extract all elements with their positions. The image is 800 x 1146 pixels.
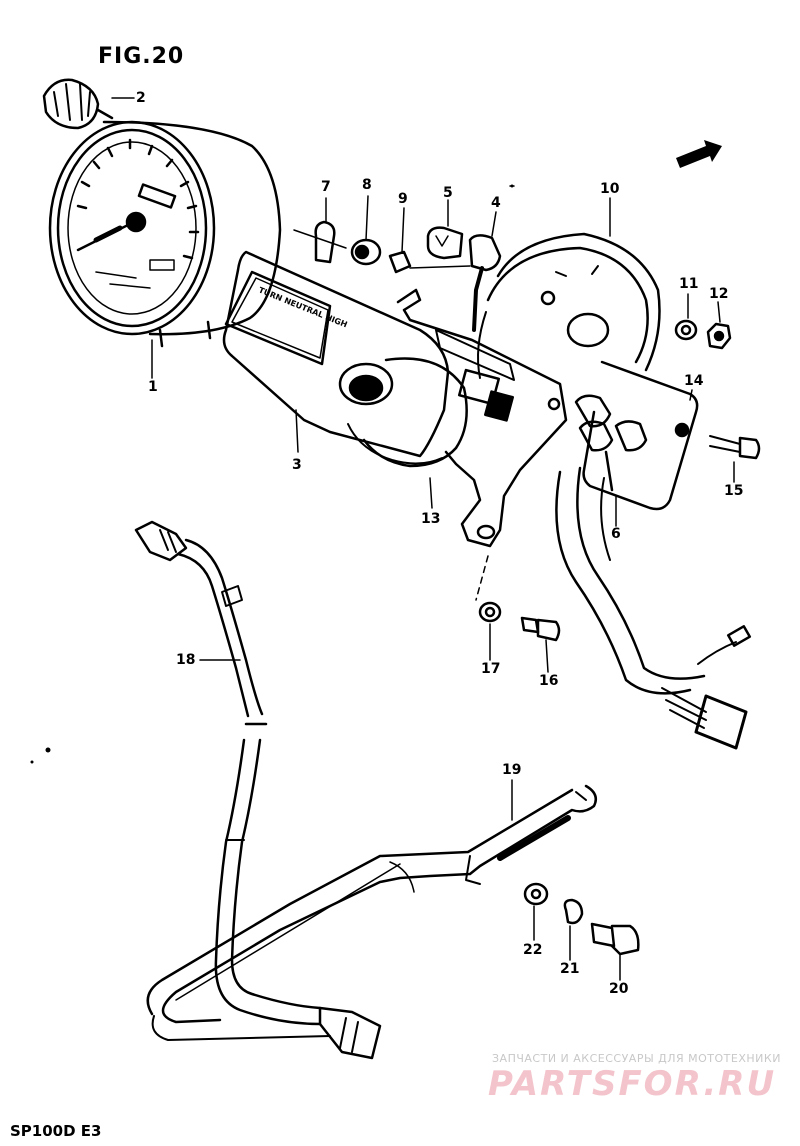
callout-6: 6 bbox=[611, 526, 621, 542]
stray-marks bbox=[30, 184, 514, 764]
callout-9: 9 bbox=[398, 191, 408, 207]
callout-17: 17 bbox=[481, 661, 501, 677]
callout-leaders bbox=[111, 97, 735, 981]
bolt-20 bbox=[590, 922, 640, 956]
washer-22 bbox=[523, 882, 549, 906]
callout-4: 4 bbox=[491, 195, 501, 211]
speedometer-cable-nut bbox=[42, 78, 114, 130]
bolt-16 bbox=[520, 616, 561, 642]
callout-14: 14 bbox=[684, 373, 704, 389]
nut-12 bbox=[706, 322, 732, 350]
callout-13: 13 bbox=[421, 511, 441, 527]
callout-2: 2 bbox=[136, 90, 146, 106]
indicator-housing bbox=[222, 250, 468, 468]
watermark-logo: PARTSFOR.RU bbox=[488, 1064, 777, 1104]
callout-5: 5 bbox=[443, 185, 453, 201]
washer-17 bbox=[478, 601, 502, 623]
callout-20: 20 bbox=[609, 981, 629, 997]
lamp-sockets bbox=[574, 394, 648, 492]
callout-11: 11 bbox=[679, 276, 699, 292]
grommet bbox=[350, 238, 382, 266]
speedometer-cable bbox=[134, 520, 382, 1060]
figure-title: FIG.20 bbox=[98, 44, 185, 69]
callout-12: 12 bbox=[709, 286, 729, 302]
callout-3: 3 bbox=[292, 457, 302, 473]
meter-case bbox=[477, 232, 661, 379]
direction-arrow-icon bbox=[676, 140, 722, 168]
hose-stay bbox=[146, 784, 597, 1041]
meter-bracket bbox=[396, 288, 568, 548]
callout-8: 8 bbox=[362, 177, 372, 193]
bolt-15 bbox=[709, 435, 761, 460]
callout-16: 16 bbox=[539, 673, 559, 689]
speedometer bbox=[48, 120, 282, 348]
model-code: SP100D E3 bbox=[10, 1122, 102, 1140]
lock-washer-21 bbox=[563, 898, 584, 925]
indicator-bulb bbox=[426, 226, 464, 260]
wiring-harness bbox=[555, 466, 752, 750]
callout-7: 7 bbox=[321, 179, 331, 195]
clip-part bbox=[293, 220, 347, 264]
callout-18: 18 bbox=[176, 652, 196, 668]
callout-10: 10 bbox=[600, 181, 620, 197]
callout-22: 22 bbox=[523, 942, 543, 958]
washer-11 bbox=[674, 319, 698, 341]
rubber-sleeve bbox=[388, 250, 412, 274]
watermark-tagline: ЗАПЧАСТИ И АКСЕССУАРЫ ДЛЯ МОТОТЕХНИКИ bbox=[492, 1052, 781, 1065]
callout-1: 1 bbox=[148, 379, 158, 395]
callout-19: 19 bbox=[502, 762, 522, 778]
callout-21: 21 bbox=[560, 961, 580, 977]
callout-15: 15 bbox=[724, 483, 744, 499]
lamp-holder-plate bbox=[582, 360, 699, 511]
bulb-socket bbox=[409, 234, 502, 332]
